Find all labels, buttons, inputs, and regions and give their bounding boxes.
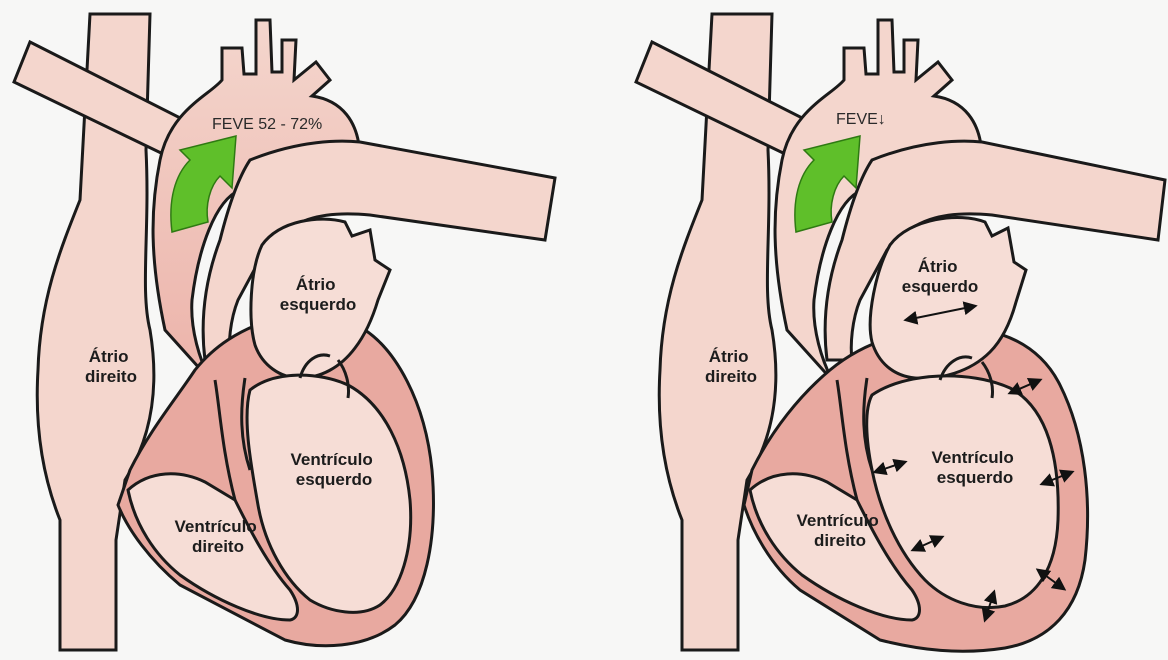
feve-label: FEVE↓ bbox=[836, 111, 886, 128]
label-ventriculo-esquerdo-line2: esquerdo bbox=[296, 470, 373, 489]
label-atrio-esquerdo-line2: esquerdo bbox=[902, 277, 979, 296]
label-ventriculo-esquerdo-line1: Ventrículo bbox=[932, 448, 1014, 467]
label-ventriculo-direito-line1: Ventrículo bbox=[175, 517, 257, 536]
label-ventriculo-esquerdo-line1: Ventrículo bbox=[291, 450, 373, 469]
label-ventriculo-esquerdo: Ventrículo esquerdo bbox=[932, 448, 1019, 487]
label-atrio-direito: Átrio direito bbox=[705, 347, 757, 386]
label-atrio-direito-line2: direito bbox=[85, 367, 137, 386]
label-ventriculo-direito-line2: direito bbox=[192, 537, 244, 556]
label-atrio-esquerdo-line1: Átrio bbox=[296, 275, 336, 294]
label-atrio-direito: Átrio direito bbox=[85, 347, 137, 386]
label-atrio-direito-line1: Átrio bbox=[89, 347, 129, 366]
label-ventriculo-esquerdo-line2: esquerdo bbox=[937, 468, 1014, 487]
label-atrio-esquerdo-line1: Átrio bbox=[918, 257, 958, 276]
label-atrio-direito-line1: Átrio bbox=[709, 347, 749, 366]
label-atrio-direito-line2: direito bbox=[705, 367, 757, 386]
feve-label: FEVE 52 - 72% bbox=[212, 116, 322, 133]
label-ventriculo-direito-line2: direito bbox=[814, 531, 866, 550]
label-ventriculo-esquerdo: Ventrículo esquerdo bbox=[291, 450, 378, 489]
label-ventriculo-direito-line1: Ventrículo bbox=[797, 511, 879, 530]
label-atrio-esquerdo-line2: esquerdo bbox=[280, 295, 357, 314]
